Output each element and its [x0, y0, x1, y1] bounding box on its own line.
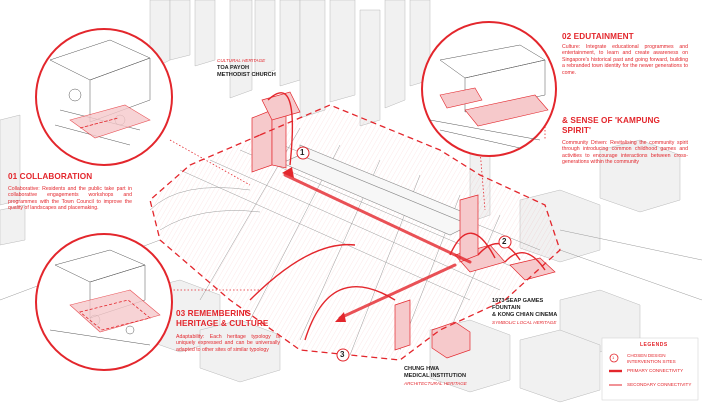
marker-3: 3 [340, 350, 344, 359]
kampung-title-line2: SPIRIT' [562, 126, 591, 135]
chung-hwa-name-line1: CHUNG HWA [404, 366, 439, 372]
legend-item-primary: PRIMARY CONNECTIVITY [627, 368, 683, 374]
marker-2: 2 [502, 237, 506, 246]
detail-circle-edutainment [422, 22, 556, 156]
legend-site-number: 1 [612, 355, 614, 361]
seap-tag: SYMBOLIC LOCAL HERITAGE [492, 320, 556, 325]
seap-name-line2: FOUNTAIN [492, 305, 520, 311]
chung-hwa-tag: ARCHITECTURAL HERITAGE [404, 381, 467, 386]
legend-item-secondary: SECONDARY CONNECTIVITY [627, 382, 691, 388]
heritage-body: Adaptability: Each heritage typology is … [176, 334, 280, 353]
seap-name-line1: 1973 SEAP GAMES [492, 298, 543, 304]
collaboration-title: 01 COLLABORATION [8, 172, 92, 181]
chung-hwa-name-line2: MEDICAL INSTITUTION [404, 373, 466, 379]
kampung-body: Community Driven: Revitalising the commu… [562, 140, 688, 166]
edutainment-title: 02 EDUTAINMENT [562, 32, 634, 41]
church-tag: CULTURAL HERITAGE [217, 58, 265, 63]
kampung-title-line1: & SENSE OF 'KAMPUNG [562, 116, 660, 125]
edutainment-body: Culture: Integrate educational programme… [562, 44, 688, 76]
collaboration-body: Collaborative: Residents and the public … [8, 186, 132, 212]
church-name-line2: METHODIST CHURCH [217, 72, 276, 78]
detail-circle-collaboration [36, 29, 172, 165]
legend-title: LEGENDS [640, 342, 668, 348]
heritage-title-line1: 03 REMEMBERING [176, 309, 251, 318]
heritage-title-line2: HERITAGE & CULTURE [176, 319, 268, 328]
detail-circle-heritage [36, 234, 172, 370]
church-name-line1: TOA PAYOH [217, 65, 249, 71]
marker-1: 1 [300, 148, 304, 157]
legend-item-sites: CHOSEN DESIGN INTERVENTION SITES [627, 353, 695, 364]
seap-name-line3: & KONG CHIAN CINEMA [492, 312, 557, 318]
